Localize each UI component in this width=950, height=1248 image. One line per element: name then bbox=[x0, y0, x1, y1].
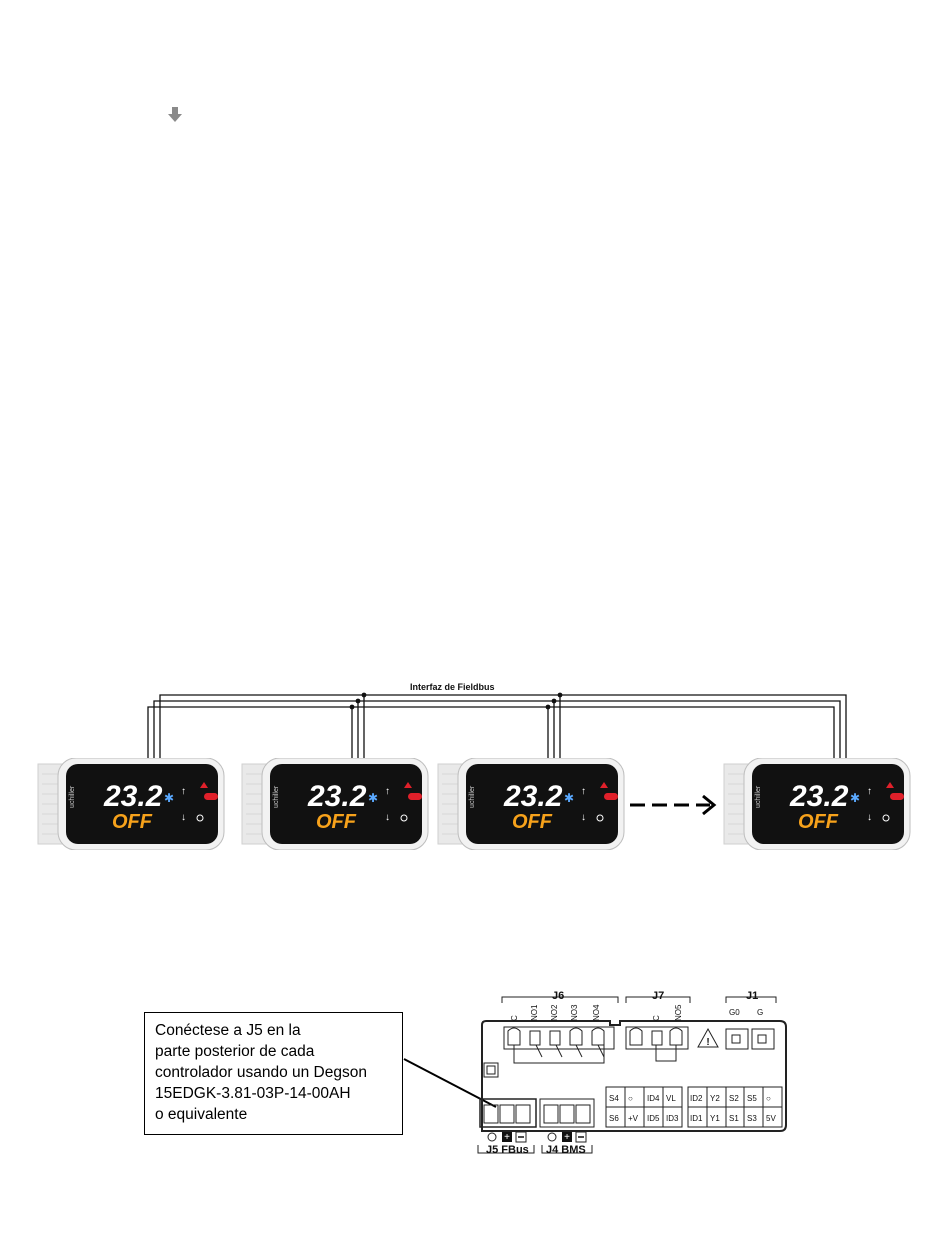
set-button bbox=[408, 793, 422, 800]
snowflake-icon: ✱ bbox=[164, 791, 174, 805]
note-line: parte posterior de cada bbox=[155, 1043, 315, 1060]
io-pin-label: Y1 bbox=[710, 1114, 720, 1123]
io-pin-label: ID4 bbox=[647, 1094, 660, 1103]
set-button bbox=[890, 793, 904, 800]
io-pin-label: ○ bbox=[766, 1094, 771, 1103]
j1-pin-label: G0 bbox=[729, 1008, 740, 1017]
up-arrow-icon: ↑ bbox=[181, 786, 186, 797]
fieldbus-wiring bbox=[147, 692, 847, 816]
j6-label: J6 bbox=[552, 990, 564, 1002]
alarm-icon bbox=[404, 782, 412, 788]
snowflake-icon: ✱ bbox=[850, 791, 860, 805]
brand-text: uchiller bbox=[69, 785, 76, 808]
io-pin-label: ID2 bbox=[690, 1094, 703, 1103]
down-key-icon: ↓ bbox=[385, 812, 390, 823]
io-pin-label: ○ bbox=[628, 1094, 633, 1103]
j6-pin-label: C bbox=[510, 1015, 519, 1021]
alarm-icon bbox=[200, 782, 208, 788]
j1-pin-label: G bbox=[757, 1008, 763, 1017]
j1-label: J1 bbox=[746, 990, 758, 1002]
j7-pin-label: C bbox=[652, 1015, 661, 1021]
up-arrow-icon: ↑ bbox=[867, 786, 872, 797]
svg-text:+: + bbox=[504, 1132, 510, 1143]
power-icon bbox=[196, 814, 204, 822]
display-value: 23.2 bbox=[103, 780, 163, 813]
io-pin-label: 5V bbox=[766, 1114, 776, 1123]
io-pin-label: ID3 bbox=[666, 1114, 679, 1123]
brand-text: uchiller bbox=[469, 785, 476, 808]
io-pin-label: S1 bbox=[729, 1114, 739, 1123]
warning-icon: ! bbox=[706, 1037, 709, 1048]
io-pin-label: S2 bbox=[729, 1094, 739, 1103]
controller-n: uchiller 23.2 OFF ✱ ↑ ↓ bbox=[723, 758, 911, 850]
display-status: OFF bbox=[798, 811, 839, 833]
power-icon bbox=[882, 814, 890, 822]
controller-1: uchiller 23.2 OFF ✱ ↑ ↓ bbox=[37, 758, 225, 850]
display-status: OFF bbox=[112, 811, 153, 833]
down-key-icon: ↓ bbox=[867, 812, 872, 823]
note-line: Conéctese a J5 en la bbox=[155, 1022, 301, 1039]
j6-pin-label: NO4 bbox=[592, 1004, 601, 1021]
j6-pin-label: NO2 bbox=[550, 1004, 559, 1021]
svg-text:+: + bbox=[564, 1132, 570, 1143]
io-pin-label: S3 bbox=[747, 1114, 757, 1123]
j6-pin-label: NO3 bbox=[570, 1004, 579, 1021]
io-pin-label: VL bbox=[666, 1094, 676, 1103]
fieldbus-label: Interfaz de Fieldbus bbox=[410, 682, 495, 692]
j7-pin-label: NO5 bbox=[674, 1004, 683, 1021]
io-pin-label: Y2 bbox=[710, 1094, 720, 1103]
io-pin-label: +V bbox=[628, 1114, 639, 1123]
display-status: OFF bbox=[316, 811, 357, 833]
up-arrow-icon: ↑ bbox=[385, 786, 390, 797]
up-arrow-icon: ↑ bbox=[581, 786, 586, 797]
snowflake-icon: ✱ bbox=[368, 791, 378, 805]
down-arrow-icon bbox=[168, 107, 182, 122]
j6-pin-label: NO1 bbox=[530, 1004, 539, 1021]
j4-label: J4 BMS bbox=[546, 1144, 586, 1156]
note-line: 15EDGK-3.81-03P-14-00AH bbox=[155, 1085, 351, 1102]
controller-2: uchiller 23.2 OFF ✱ ↑ ↓ bbox=[241, 758, 429, 850]
display-value: 23.2 bbox=[307, 780, 367, 813]
connection-note: Conéctese a J5 en la parte posterior de … bbox=[144, 1012, 403, 1135]
power-icon bbox=[596, 814, 604, 822]
j7-label: J7 bbox=[652, 990, 664, 1002]
note-line: controlador usando un Degson bbox=[155, 1064, 367, 1081]
power-icon bbox=[400, 814, 408, 822]
io-pin-label: S6 bbox=[609, 1114, 619, 1123]
note-line: o equivalente bbox=[155, 1106, 248, 1123]
brand-text: uchiller bbox=[273, 785, 280, 808]
down-key-icon: ↓ bbox=[581, 812, 586, 823]
io-pin-label: S5 bbox=[747, 1094, 757, 1103]
io-pin-label: S4 bbox=[609, 1094, 619, 1103]
alarm-icon bbox=[886, 782, 894, 788]
set-button bbox=[604, 793, 618, 800]
io-pin-label: ID5 bbox=[647, 1114, 660, 1123]
brand-text: uchiller bbox=[755, 785, 762, 808]
set-button bbox=[204, 793, 218, 800]
down-key-icon: ↓ bbox=[181, 812, 186, 823]
alarm-icon bbox=[600, 782, 608, 788]
io-pin-label: ID1 bbox=[690, 1114, 703, 1123]
snowflake-icon: ✱ bbox=[564, 791, 574, 805]
display-status: OFF bbox=[512, 811, 553, 833]
j5-label: J5 FBus bbox=[486, 1144, 529, 1156]
display-value: 23.2 bbox=[503, 780, 563, 813]
controller-3: uchiller 23.2 OFF ✱ ↑ ↓ bbox=[437, 758, 625, 850]
display-value: 23.2 bbox=[789, 780, 849, 813]
